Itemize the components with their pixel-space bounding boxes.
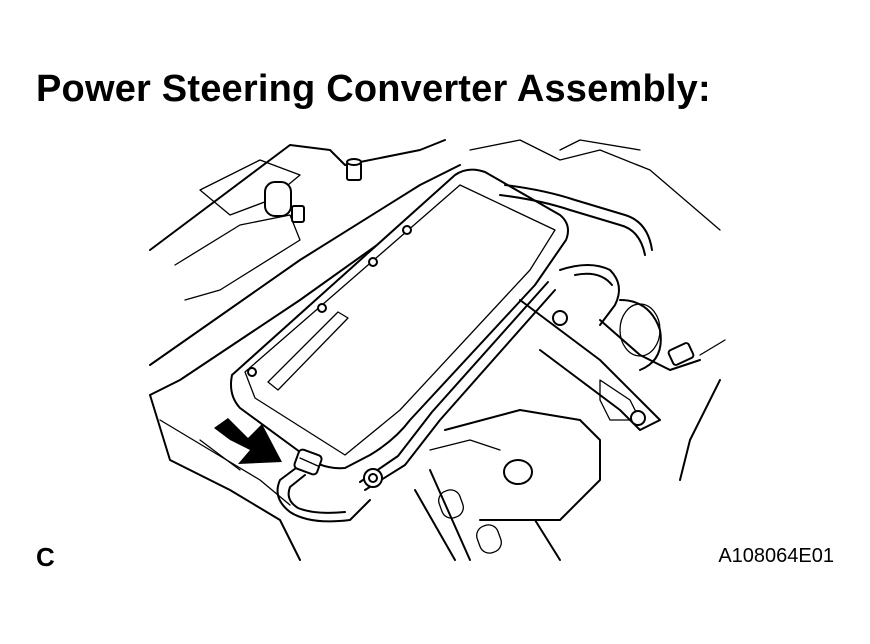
body-panel-left [149,139,461,561]
figure-code: A108064E01 [718,545,834,567]
connector [293,448,323,476]
converter-housing [230,168,569,470]
floor-panel [414,409,601,561]
bolt-left-2 [264,181,305,223]
view-label: C [36,542,55,572]
bolt-left-1 [346,158,362,181]
pipe-line [276,281,556,523]
right-body-panel [469,139,721,481]
right-bracket [519,299,662,431]
arrow-icon [214,418,282,464]
wire-harness [499,184,726,371]
diagram-title: Power Steering Converter Assembly: [36,68,711,110]
